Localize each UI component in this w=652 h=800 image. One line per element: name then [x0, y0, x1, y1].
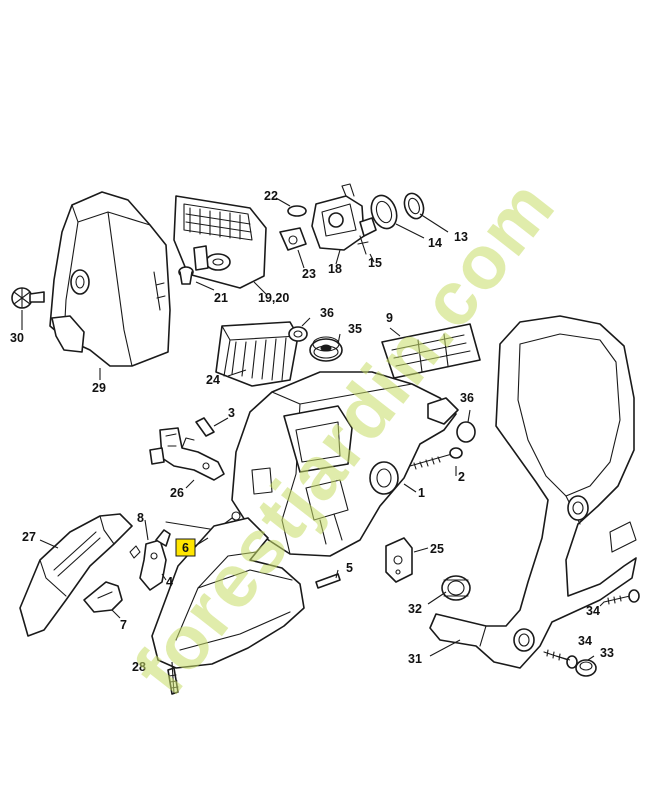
label-25: 25	[430, 542, 444, 556]
part-19-20-air-filter[interactable]	[173, 195, 267, 289]
part-1-tank-housing[interactable]	[231, 371, 459, 557]
part-32-buffer[interactable]	[441, 575, 471, 601]
label-30: 30	[10, 331, 24, 345]
part-7-lever[interactable]	[83, 581, 123, 613]
label-19-20: 19,20	[258, 291, 289, 305]
label-14: 14	[428, 236, 442, 250]
part-21-screw[interactable]	[178, 266, 194, 285]
part-36-grommet-top[interactable]	[288, 326, 308, 342]
label-5: 5	[346, 561, 353, 575]
part-9-label-plate[interactable]	[381, 323, 481, 379]
part-34-screw-upper[interactable]	[603, 589, 640, 605]
label-23: 23	[302, 267, 316, 281]
part-33-cap[interactable]	[575, 659, 597, 677]
label-32: 32	[408, 602, 422, 616]
label-26: 26	[170, 486, 184, 500]
part-4-trigger[interactable]	[139, 529, 171, 591]
part-25-bracket[interactable]	[385, 537, 413, 583]
label-24: 24	[206, 373, 220, 387]
label-13: 13	[454, 230, 468, 244]
part-34-screw-lower[interactable]	[543, 649, 578, 669]
label-36-right: 36	[460, 391, 474, 405]
label-33: 33	[600, 646, 614, 660]
part-30-knob[interactable]	[11, 287, 45, 309]
part-22-plug[interactable]	[287, 205, 307, 217]
label-9: 9	[386, 311, 393, 325]
part-24-filter[interactable]	[215, 321, 299, 387]
part-31-handlebar[interactable]	[429, 315, 637, 669]
part-29-shroud[interactable]	[49, 191, 171, 367]
label-1: 1	[418, 486, 425, 500]
label-4: 4	[166, 575, 173, 589]
label-7: 7	[120, 618, 127, 632]
label-8: 8	[137, 511, 144, 525]
label-34-lower: 34	[578, 634, 592, 648]
part-5-pin[interactable]	[315, 573, 341, 589]
part-3-pin[interactable]	[195, 417, 215, 437]
label-31: 31	[408, 652, 422, 666]
part-36-grommet-right[interactable]	[456, 421, 476, 443]
leader-lines	[21, 197, 605, 695]
label-29: 29	[92, 381, 106, 395]
label-21: 21	[214, 291, 228, 305]
label-2: 2	[458, 470, 465, 484]
label-22: 22	[264, 189, 278, 203]
label-15: 15	[368, 256, 382, 270]
part-13-flange[interactable]	[401, 191, 427, 222]
part-6-highlight-box	[175, 538, 196, 557]
label-18: 18	[328, 262, 342, 276]
part-15-screw[interactable]	[357, 235, 369, 255]
label-27: 27	[22, 530, 36, 544]
label-35: 35	[348, 322, 362, 336]
label-28: 28	[132, 660, 146, 674]
part-2-screw[interactable]	[409, 447, 463, 470]
label-34-upper: 34	[586, 604, 600, 618]
label-3: 3	[228, 406, 235, 420]
part-labels: 1 2 3 4 5 6 7 8 9 13 14 15 18 19,20 21 2…	[10, 189, 614, 674]
part-18-carburetor[interactable]	[311, 183, 377, 251]
part-spring[interactable]	[129, 545, 141, 559]
part-23-gasket[interactable]	[279, 227, 307, 251]
part-26-throttle-linkage[interactable]	[149, 427, 225, 481]
part-14-gasket[interactable]	[367, 192, 401, 232]
part-27-handle-cover[interactable]	[19, 513, 133, 637]
label-36-top: 36	[320, 306, 334, 320]
part-35-bellows[interactable]	[309, 336, 343, 362]
label-6: 6	[182, 541, 189, 555]
